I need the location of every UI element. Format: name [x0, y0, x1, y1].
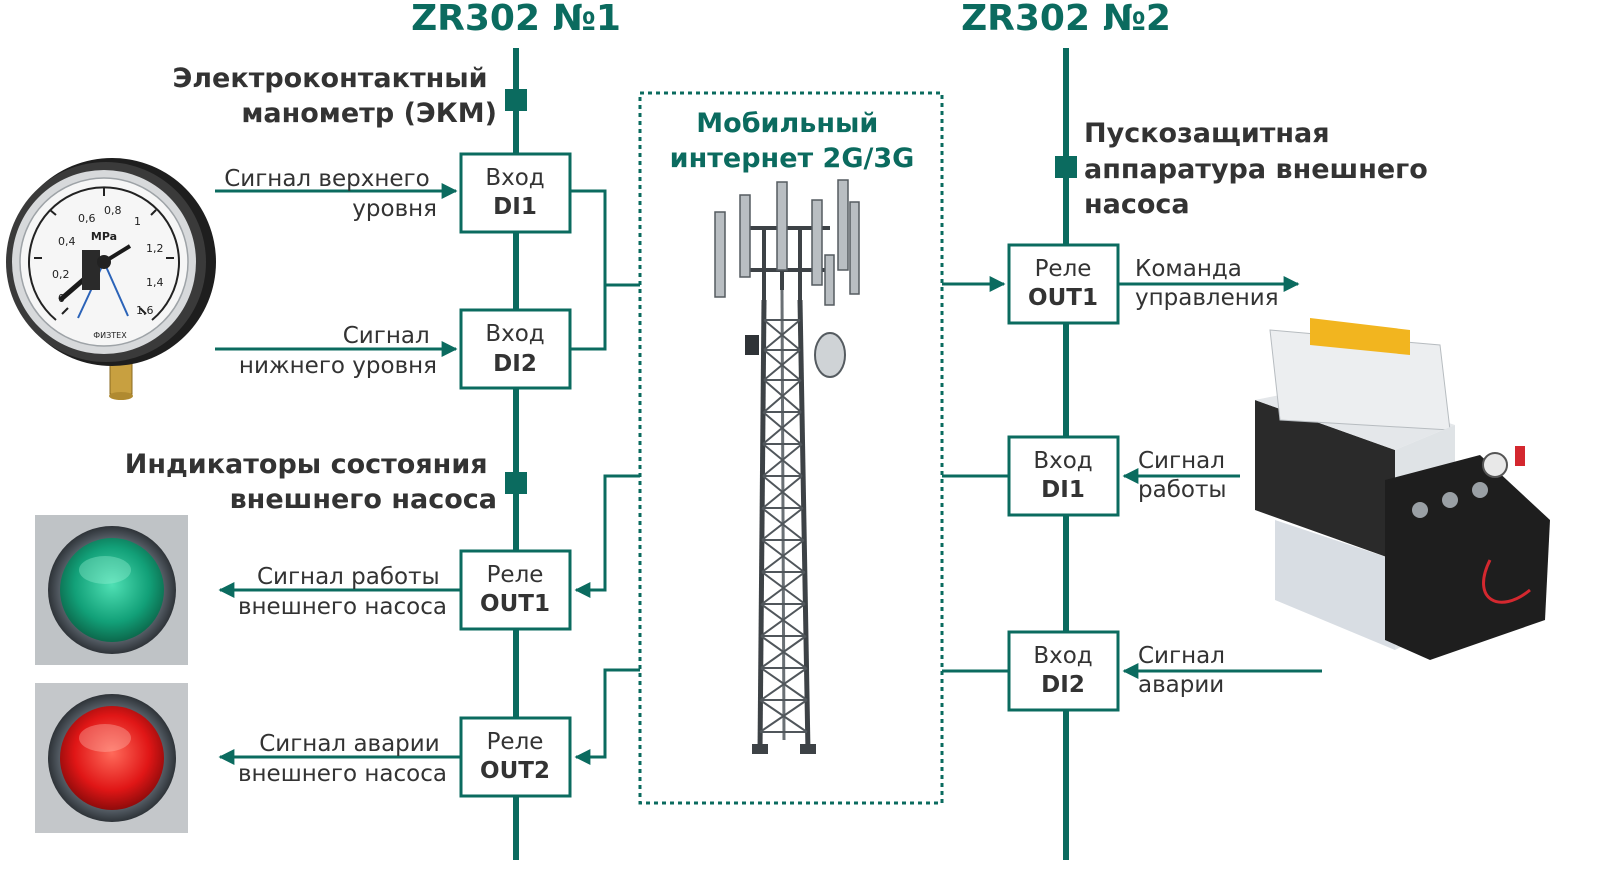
- device1-di2-signal: Сигнал нижнего уровня: [239, 323, 437, 379]
- starter-group-marker: [1055, 156, 1077, 178]
- device1-out1-signal: Сигнал работы внешнего насоса: [238, 564, 447, 620]
- device1-di2-box: Вход DI2: [459, 308, 572, 390]
- device2-di2-box: Вход DI2: [1007, 630, 1120, 712]
- device1-out2-type: Реле: [487, 729, 544, 755]
- device1-di2-type: Вход: [485, 321, 544, 347]
- mobile-network-label: Мобильный интернет 2G/3G: [670, 108, 915, 174]
- device1-di2-id: DI2: [493, 351, 537, 377]
- device1-title: ZR302 №1: [411, 0, 621, 39]
- device2-out1-box: Реле OUT1: [1007, 243, 1120, 325]
- green-indicator-lamp-icon: [35, 515, 188, 665]
- device2-di1-signal: Сигнал работы: [1138, 448, 1232, 503]
- manometer-group-label: Электроконтактный манометр (ЭКМ): [172, 63, 497, 129]
- red-indicator-lamp-icon: [35, 683, 188, 833]
- device1-out2-id: OUT2: [480, 758, 550, 784]
- gauge-scale-4: 0,8: [104, 204, 122, 217]
- device1-di1-type: Вход: [485, 165, 544, 191]
- device1-out1-box: Реле OUT1: [459, 549, 572, 631]
- device1-out2-signal: Сигнал аварии внешнего насоса: [238, 731, 447, 787]
- device1-inputs-to-network-line: [570, 189, 640, 351]
- gauge-scale-6: 1,2: [146, 242, 164, 255]
- device1-out2-box: Реле OUT2: [459, 716, 572, 798]
- manometer-group-marker: [505, 89, 527, 111]
- gauge-scale-5: 1: [134, 215, 141, 228]
- cell-tower-icon: [714, 179, 860, 754]
- mobile-network-frame: [638, 91, 944, 805]
- device2-di1-id: DI1: [1041, 477, 1085, 503]
- device2-di1-type: Вход: [1033, 448, 1092, 474]
- gauge-scale-3: 0,6: [78, 212, 96, 225]
- gauge-scale-8: 1,6: [136, 304, 154, 317]
- device2-out1-signal: Команда управления: [1135, 256, 1279, 311]
- gauge-unit: MPa: [91, 230, 117, 243]
- gauge-scale-1: 0,2: [52, 268, 70, 281]
- device2-di2-type: Вход: [1033, 643, 1092, 669]
- network-to-device1-out1-line: [574, 474, 640, 598]
- pressure-gauge-icon: 0 0,2 0,4 0,6 0,8 1 1,2 1,4 1,6 MPa ФИЗТ…: [6, 158, 216, 400]
- device1-di1-signal: Сигнал верхнего уровня: [224, 166, 437, 222]
- gauge-scale-7: 1,4: [146, 276, 164, 289]
- device1-out1-id: OUT1: [480, 591, 550, 617]
- device2-di2-signal: Сигнал аварии: [1138, 643, 1232, 698]
- device2-di1-box: Вход DI1: [1007, 435, 1120, 517]
- device1-out1-type: Реле: [487, 562, 544, 588]
- gauge-scale-2: 0,4: [58, 235, 76, 248]
- device2-out1-type: Реле: [1035, 256, 1092, 282]
- indicators-group-label: Индикаторы состояния внешнего насоса: [125, 449, 497, 515]
- network-to-device1-out2-line: [574, 668, 640, 765]
- device2-out1-id: OUT1: [1028, 285, 1098, 311]
- device1-di1-id: DI1: [493, 194, 537, 220]
- device1-di1-box: Вход DI1: [459, 152, 572, 234]
- gauge-brand: ФИЗТЕХ: [93, 331, 127, 340]
- contactor-icon: [1255, 318, 1550, 660]
- device2-title: ZR302 №2: [961, 0, 1171, 39]
- starter-group-label: Пускозащитная аппаратура внешнего насоса: [1084, 118, 1437, 220]
- indicators-group-marker: [505, 472, 527, 494]
- device2-di2-id: DI2: [1041, 672, 1085, 698]
